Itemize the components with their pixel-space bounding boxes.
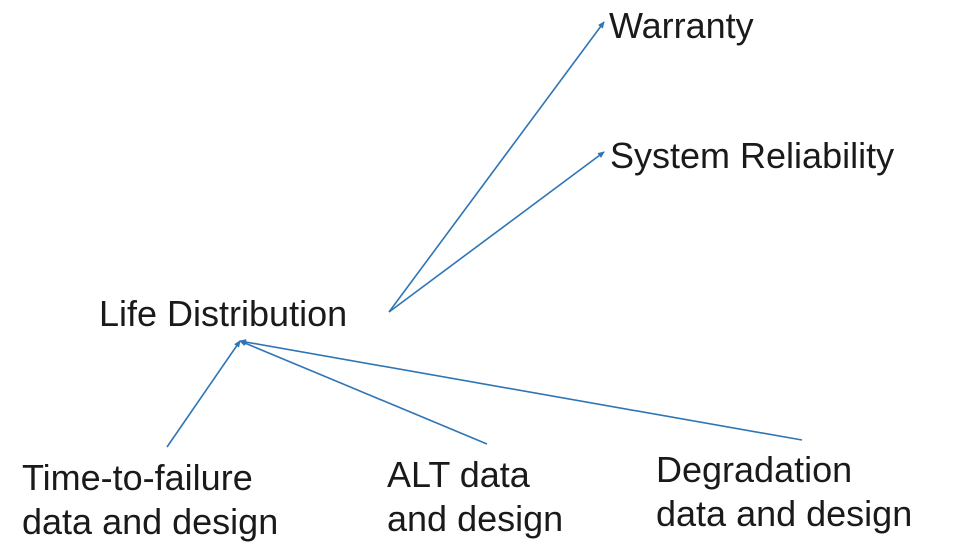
- node-alt: ALT data and design: [387, 453, 563, 541]
- arrow-life-to-warranty: [388, 21, 605, 313]
- node-life-distribution: Life Distribution: [99, 293, 348, 334]
- node-time-to-failure: Time-to-failure data and design: [22, 456, 278, 544]
- arrow-degradation-to-life: [239, 339, 803, 441]
- node-alt-line1: ALT data: [387, 454, 530, 495]
- node-ttf-line1: Time-to-failure: [22, 457, 253, 498]
- node-warranty: Warranty: [609, 5, 754, 46]
- node-ttf-line2: data and design: [22, 501, 279, 542]
- node-degradation: Degradation data and design: [656, 448, 912, 536]
- node-degradation-line1: Degradation: [656, 449, 853, 490]
- node-degradation-line2: data and design: [656, 493, 913, 534]
- node-alt-line2: and design: [387, 498, 564, 539]
- node-system-reliability: System Reliability: [610, 135, 895, 176]
- arrow-alt-to-life: [239, 340, 488, 445]
- arrow-life-to-system-reliability: [388, 151, 605, 313]
- arrow-ttf-to-life: [166, 340, 241, 448]
